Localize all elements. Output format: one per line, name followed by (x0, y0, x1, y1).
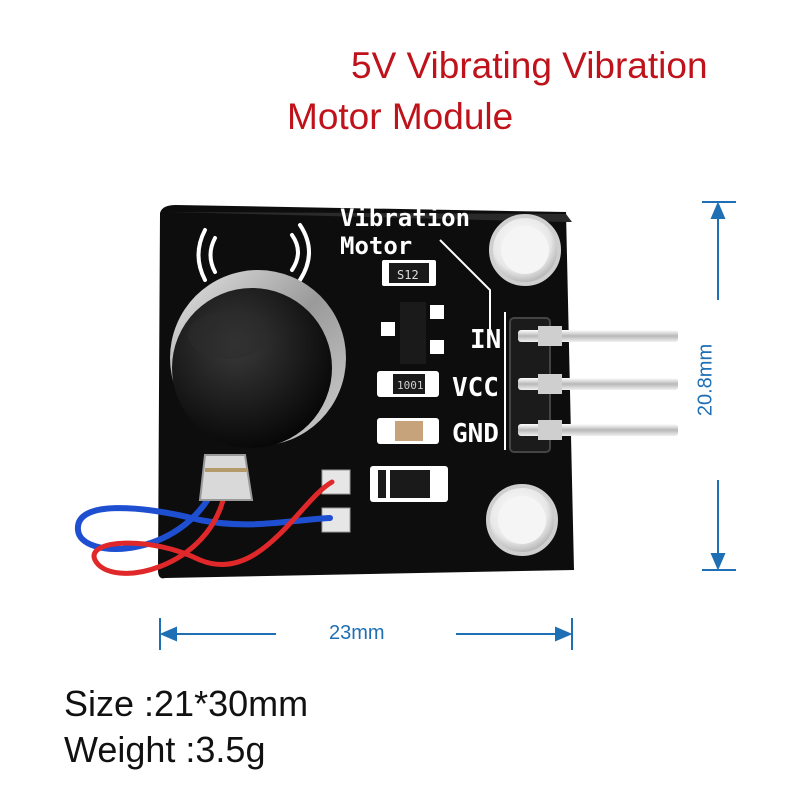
solder-pad-1 (321, 469, 351, 495)
height-label: 20.8mm (694, 343, 717, 417)
weight-spec: Weight :3.5g (64, 729, 266, 770)
vibration-motor (170, 270, 346, 448)
height-dimension (702, 201, 736, 571)
silkscreen-line-2: Motor (340, 232, 412, 260)
transistor (381, 302, 444, 364)
capacitor (377, 418, 439, 444)
vibration-wave-icon (196, 223, 311, 282)
resistor: 1001 (377, 371, 439, 397)
motor-tab (198, 454, 254, 501)
silkscreen-line-1: Vibration (340, 204, 470, 232)
header-pins (518, 326, 678, 440)
resistor-marking: 1001 (397, 379, 424, 392)
ic-chip: S12 (382, 260, 436, 286)
diode (370, 466, 448, 502)
ic-marking: S12 (397, 268, 419, 282)
title-line-1: 5V Vibrating Vibration (351, 45, 708, 86)
title-line-2: Motor Module (287, 96, 514, 137)
width-label: 23mm (329, 622, 385, 644)
motor-wires (75, 479, 335, 576)
size-spec: Size :21*30mm (64, 683, 309, 724)
pin-label-in: IN (470, 325, 501, 355)
pin-label-vcc: VCC (452, 373, 499, 403)
pin-label-gnd: GND (452, 419, 499, 449)
width-dimension (159, 618, 573, 650)
